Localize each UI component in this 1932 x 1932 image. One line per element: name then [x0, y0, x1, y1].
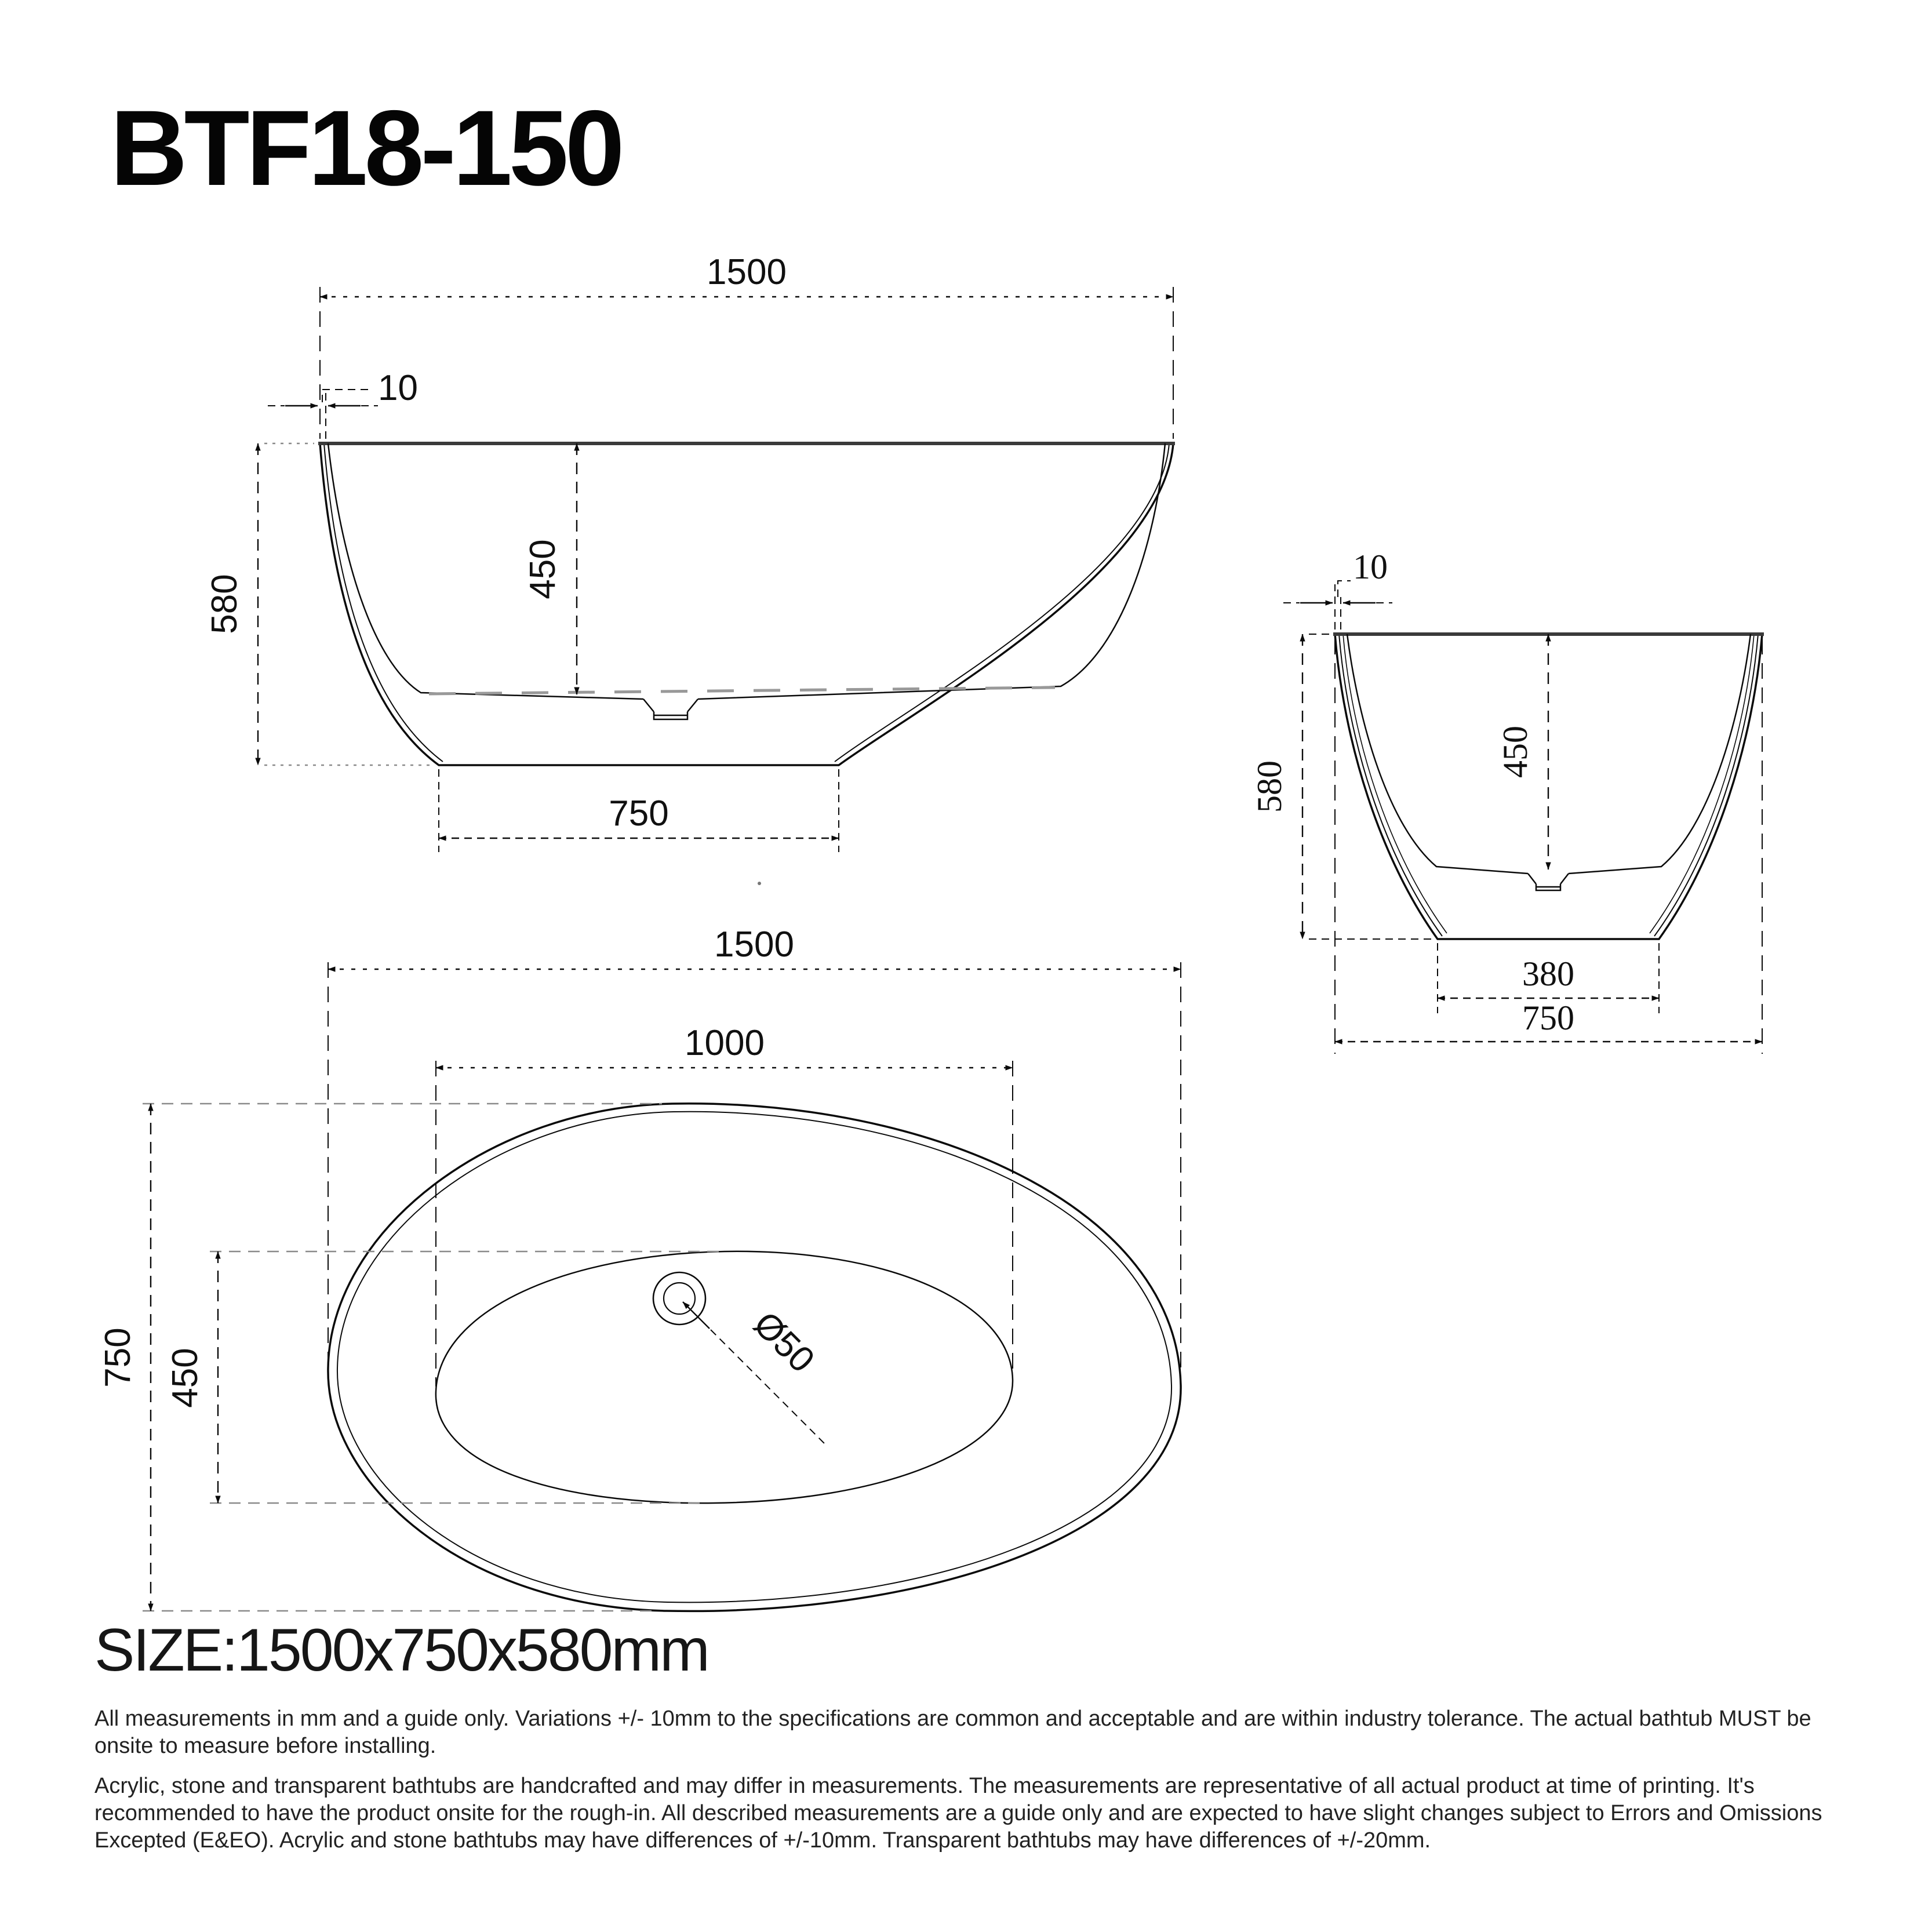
plan-dim-length-label: 1500 [714, 925, 794, 965]
plan-dim-width: 750 [98, 1103, 662, 1612]
plan-inner-rim [336, 1111, 1173, 1603]
plan-dim-inner-width-label: 450 [165, 1348, 205, 1407]
plan-view: 1500 1000 Ø50 750 [98, 882, 1182, 1613]
front-inner-basin [327, 443, 1166, 700]
front-dim-length-label: 1500 [707, 252, 787, 292]
side-dim-base-label: 380 [1522, 955, 1574, 993]
front-dim-height-label: 580 [205, 574, 245, 634]
plan-dim-length: 1500 [328, 925, 1181, 1381]
side-wall-line [1338, 634, 1759, 937]
plan-drain-label: Ø50 [746, 1304, 823, 1381]
disclaimer-paragraph-1: All measurements in mm and a guide only.… [94, 1707, 1811, 1758]
side-dim-rim: 10 [1283, 548, 1392, 630]
front-dim-length: 1500 [319, 252, 1174, 439]
plan-basin-outline [435, 1250, 1014, 1504]
front-dim-rim: 10 [268, 368, 418, 439]
side-view: 10 580 450 380 [1250, 548, 1764, 1054]
side-dim-height: 580 [1250, 634, 1434, 940]
side-dim-height-label: 580 [1250, 761, 1289, 813]
stray-dot [758, 882, 761, 885]
plan-drain: Ø50 [652, 1271, 826, 1445]
side-dim-width: 750 [1334, 639, 1763, 1054]
plan-outer-rim [327, 1103, 1182, 1613]
side-outer-profile [1334, 634, 1763, 940]
side-dim-base: 380 [1437, 943, 1660, 1013]
side-dim-rim-label: 10 [1353, 548, 1388, 586]
disclaimer-paragraph-2: Acrylic, stone and transparent bathtubs … [94, 1774, 1822, 1853]
size-summary: SIZE:1500x750x580mm [94, 1617, 710, 1684]
front-floor-hidden-line [428, 686, 1056, 696]
front-dim-height: 580 [205, 442, 434, 766]
side-drain [1527, 873, 1569, 892]
side-wall-line-2 [1342, 634, 1755, 934]
model-title: BTF18-150 [110, 89, 625, 208]
front-wall-line [323, 443, 1170, 762]
front-dim-depth-label: 450 [523, 539, 563, 599]
front-dim-rim-label: 10 [378, 368, 418, 408]
side-inner-basin [1346, 634, 1752, 875]
plan-dim-inner-width: 450 [165, 1250, 721, 1504]
side-dim-depth: 450 [1496, 634, 1551, 870]
disclaimer-notes: All measurements in mm and a guide only.… [94, 1705, 1840, 1867]
plan-dim-inner-length-label: 1000 [685, 1023, 765, 1063]
side-dim-depth-label: 450 [1496, 726, 1534, 778]
plan-dim-width-label: 750 [98, 1327, 138, 1387]
front-dim-base-label: 750 [609, 794, 668, 834]
front-view: 1500 10 580 450 [205, 252, 1175, 852]
front-dim-base: 750 [438, 769, 839, 852]
plan-dim-inner-length: 1000 [435, 1023, 1013, 1387]
front-dim-depth: 450 [523, 443, 580, 695]
front-drain [643, 698, 698, 721]
front-outer-profile [319, 443, 1174, 766]
side-dim-width-label: 750 [1522, 999, 1574, 1037]
